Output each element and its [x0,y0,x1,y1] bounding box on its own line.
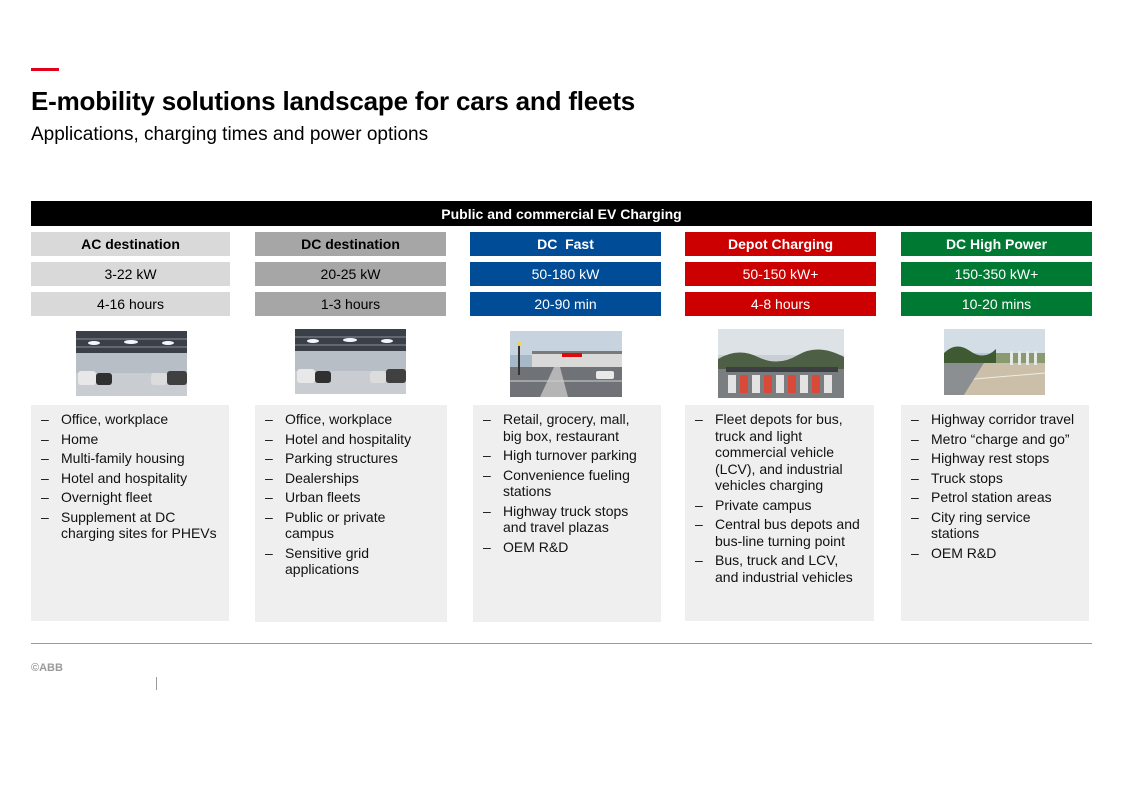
bullet-dash: – [911,508,919,525]
column-dc-fast: DC Fast 50-180 kW 20-90 min [470,232,661,322]
bullet-dash: – [41,411,49,427]
list-item: –Highway corridor travel [911,411,1075,427]
bullet-dash: – [41,469,49,486]
bullet-dash: – [483,411,491,427]
highway-station-photo [944,329,1045,395]
bullet-dash: – [483,447,491,463]
bullet-dash: – [265,469,273,486]
applications-list-dc-destination: –Office, workplace –Hotel and hospitalit… [255,405,447,622]
power-range: 50-150 kW+ [685,262,876,286]
list-item: –Bus, truck and LCV, and industrial vehi… [695,552,853,585]
list-item: –Parking structures [265,450,398,466]
applications-list-high-power: –Highway corridor travel –Metro “charge … [901,405,1089,621]
power-range: 3-22 kW [31,262,230,286]
applications-list-depot: –Fleet depots for bus, truck and light c… [685,405,874,621]
column-header: DC destination [255,232,446,256]
bullet-dash: – [41,450,49,466]
column-ac-destination: AC destination 3-22 kW 4-16 hours [31,232,230,322]
retail-parking-photo [510,331,622,397]
footer-separator [156,677,157,690]
bullet-dash: – [695,552,703,568]
charging-time: 4-8 hours [685,292,876,316]
list-item: –Dealerships [265,469,359,486]
bullet-dash: – [695,496,703,513]
list-item: –Convenience fueling stations [483,466,630,500]
list-item: –City ring service stations [911,508,1031,542]
list-item: –Truck stops [911,469,1003,486]
list-item: –OEM R&D [483,538,569,555]
bullet-dash: – [483,502,491,519]
list-item: –Fleet depots for bus, truck and light c… [695,411,843,493]
bullet-dash: – [41,430,49,447]
list-item: –High turnover parking [483,447,637,463]
bullet-dash: – [41,508,49,525]
column-header: DC High Power [901,232,1092,256]
list-item: –Central bus depots and bus-line turning… [695,516,860,549]
bus-depot-photo [718,329,844,398]
list-item: –Office, workplace [265,411,393,427]
column-header: AC destination [31,232,230,256]
list-item: –Supplement at DC charging sites for PHE… [41,508,217,542]
page-subtitle: Applications, charging times and power o… [31,124,429,145]
list-item: –Office, workplace [41,411,169,427]
list-item: –Hotel and hospitality [41,469,188,486]
charging-time: 20-90 min [470,292,661,316]
power-range: 20-25 kW [255,262,446,286]
list-item: –Overnight fleet [41,489,153,505]
column-dc-destination: DC destination 20-25 kW 1-3 hours [255,232,446,322]
bullet-dash: – [41,489,49,505]
bullet-dash: – [265,411,273,427]
bullet-dash: – [911,489,919,505]
bullet-dash: – [911,469,919,486]
bullet-dash: – [265,489,273,505]
bullet-dash: – [911,411,919,427]
column-depot-charging: Depot Charging 50-150 kW+ 4-8 hours [685,232,876,322]
bullet-dash: – [695,516,703,532]
list-item: –Hotel and hospitality [265,430,412,447]
list-item: –Urban fleets [265,489,361,505]
column-header: DC Fast [470,232,661,256]
list-item: –Highway truck stops and travel plazas [483,502,629,536]
copyright-text: ©ABB [31,662,63,674]
bullet-dash: – [911,430,919,447]
bullet-dash: – [911,544,919,561]
bullet-dash: – [695,411,703,427]
list-item: –Private campus [695,496,812,513]
bullet-dash: – [265,508,273,525]
list-item: –OEM R&D [911,544,997,561]
list-item: –Petrol station areas [911,489,1052,505]
bullet-dash: – [483,466,491,483]
list-item: –Home [41,430,99,447]
bullet-dash: – [911,450,919,466]
list-item: –Public or private campus [265,508,386,542]
list-item: –Metro “charge and go” [911,430,1070,447]
category-banner: Public and commercial EV Charging [31,201,1092,226]
footer-divider [31,643,1092,644]
list-item: –Retail, grocery, mall, big box, restaur… [483,411,630,444]
charging-time: 10-20 mins [901,292,1092,316]
column-dc-high-power: DC High Power 150-350 kW+ 10-20 mins [901,232,1092,322]
list-item: –Multi-family housing [41,450,185,466]
bullet-dash: – [265,544,273,561]
charging-time: 4-16 hours [31,292,230,316]
list-item: –Sensitive grid applications [265,544,370,578]
list-item: –Highway rest stops [911,450,1050,466]
column-header: Depot Charging [685,232,876,256]
bullet-dash: – [265,430,273,447]
parking-garage-photo [76,331,187,396]
charging-time: 1-3 hours [255,292,446,316]
bullet-dash: – [483,538,491,555]
applications-list-dc-fast: –Retail, grocery, mall, big box, restaur… [473,405,661,622]
accent-bar [31,68,59,71]
page-title: E-mobility solutions landscape for cars … [31,86,636,116]
applications-list-ac: –Office, workplace –Home –Multi-family h… [31,405,229,621]
bullet-dash: – [265,450,273,466]
parking-garage-photo [295,329,406,394]
power-range: 50-180 kW [470,262,661,286]
power-range: 150-350 kW+ [901,262,1092,286]
